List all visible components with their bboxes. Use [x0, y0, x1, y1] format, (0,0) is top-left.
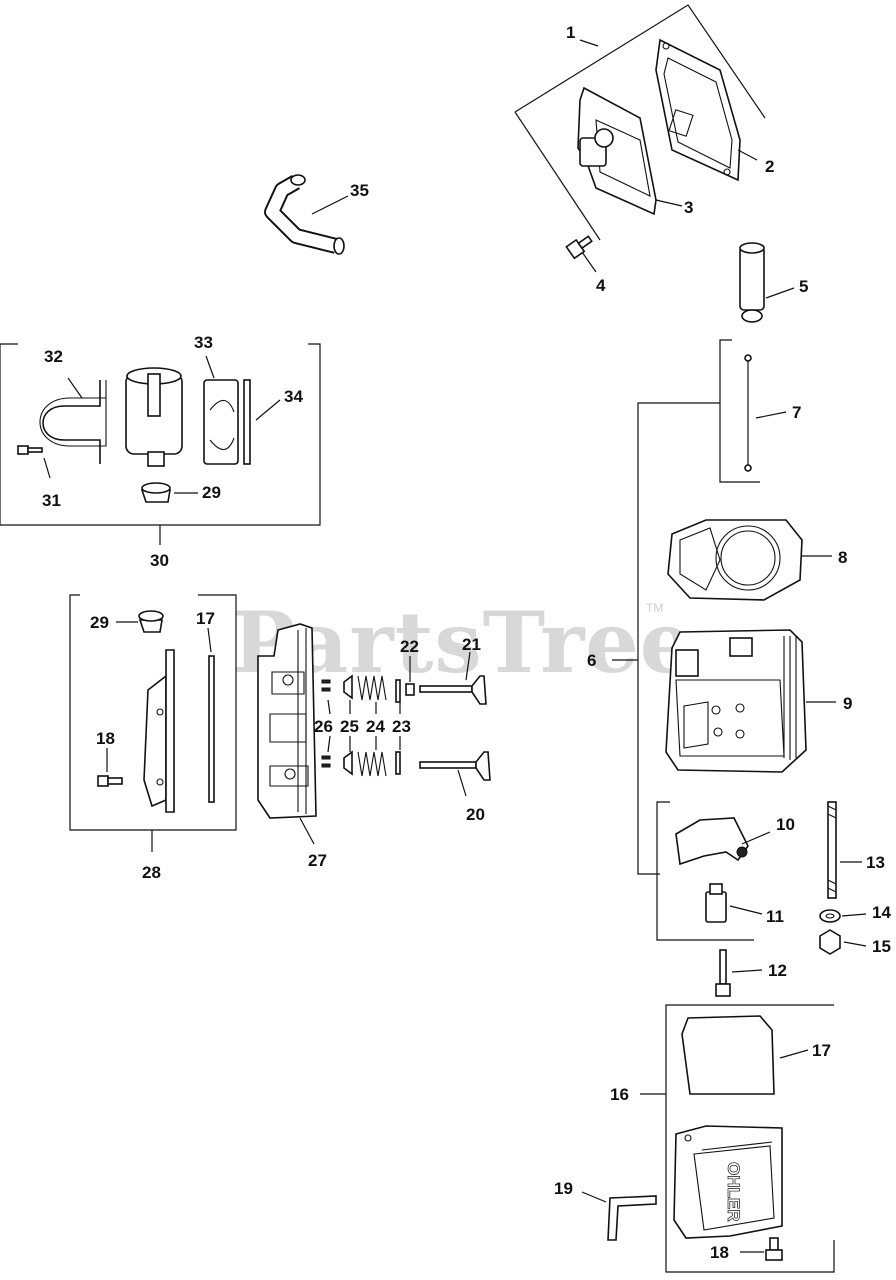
callout-35: 35 [350, 181, 369, 200]
callout-18-left: 18 [96, 729, 115, 748]
callout-16: 16 [610, 1085, 629, 1104]
callout-30: 30 [150, 551, 169, 570]
callout-21: 21 [462, 635, 481, 654]
watermark-trademark: TM [646, 601, 663, 615]
callout-3: 3 [684, 198, 693, 217]
callout-13: 13 [866, 853, 885, 872]
breather-cover-assembly [514, 4, 766, 273]
callout-6: 6 [587, 651, 596, 670]
callout-2: 2 [765, 157, 774, 176]
callout-5: 5 [799, 277, 808, 296]
callout-1: 1 [566, 23, 575, 42]
callout-28: 28 [142, 863, 161, 882]
cylinder-head-side [257, 623, 317, 845]
callout-17-right: 17 [812, 1041, 831, 1060]
callout-4: 4 [596, 276, 606, 295]
callout-labels: 1 2 3 4 5 6 7 8 9 10 11 12 13 14 15 16 1… [42, 23, 891, 1262]
callout-34: 34 [284, 387, 303, 406]
valve-cover-assembly-right: OHLER [581, 1004, 835, 1273]
callout-29-upper: 29 [202, 483, 221, 502]
embossed-logo: OHLER [724, 1162, 743, 1222]
valve-cover-assembly-left [69, 594, 237, 852]
callout-31: 31 [42, 491, 61, 510]
callout-26: 26 [314, 717, 333, 736]
callout-15: 15 [872, 937, 891, 956]
callout-17-left: 17 [196, 609, 215, 628]
callout-33: 33 [194, 333, 213, 352]
callout-20: 20 [466, 805, 485, 824]
callout-32: 32 [44, 347, 63, 366]
callout-29-lower: 29 [90, 613, 109, 632]
callout-19: 19 [554, 1179, 573, 1198]
callout-23: 23 [392, 717, 411, 736]
valve-train [321, 651, 491, 797]
callout-18-right: 18 [710, 1243, 729, 1262]
callout-24: 24 [366, 717, 385, 736]
callout-14: 14 [872, 903, 891, 922]
breather-tube [264, 174, 349, 255]
callout-8: 8 [838, 548, 847, 567]
callout-7: 7 [792, 403, 801, 422]
callout-11: 11 [766, 907, 784, 926]
callout-10: 10 [776, 815, 795, 834]
callout-9: 9 [843, 694, 852, 713]
callout-27: 27 [308, 851, 327, 870]
cylinder-head-assembly [612, 242, 867, 997]
callout-22: 22 [400, 637, 419, 656]
separator-assembly [0, 343, 321, 545]
callout-25: 25 [340, 717, 359, 736]
callout-12: 12 [768, 961, 787, 980]
